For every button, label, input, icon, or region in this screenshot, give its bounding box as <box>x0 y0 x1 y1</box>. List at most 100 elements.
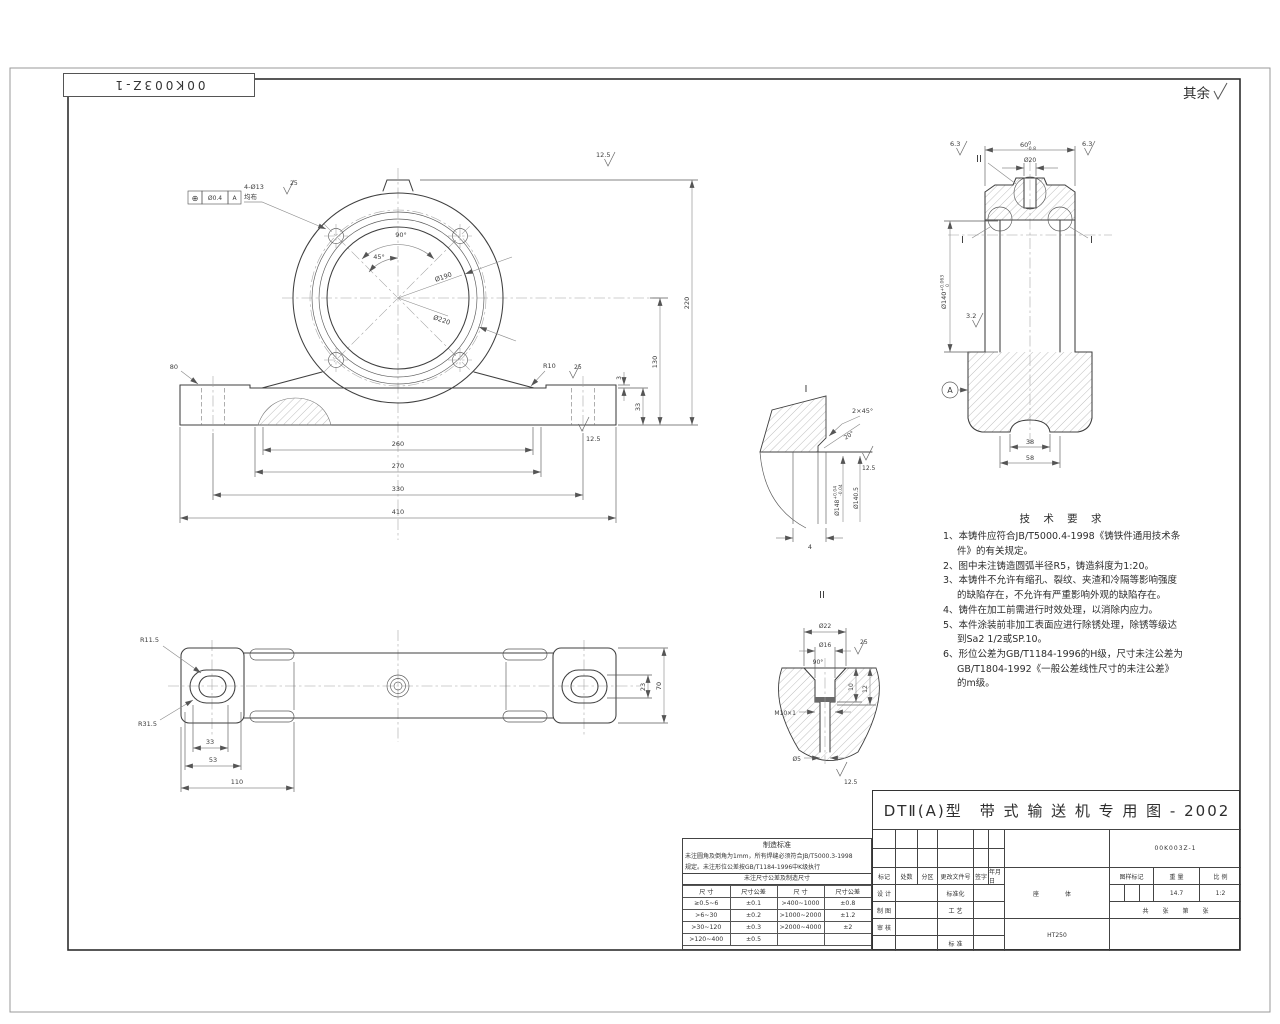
mark-label: 图样标记 <box>1109 867 1153 884</box>
tech-item: 6、形位公差为GB/T1184-1996的H级，尺寸未注公差为GB/T1804-… <box>943 649 1183 690</box>
angle-label: 45° <box>373 253 385 261</box>
table-row: ≥0.5~6±0.1 >400~1000±0.8 <box>683 897 871 910</box>
weight-value: 14.7 <box>1153 884 1199 901</box>
dim-label: 10 <box>848 683 855 691</box>
thread-label: M10×1 <box>774 710 796 717</box>
scale-value: 1:2 <box>1199 884 1241 901</box>
tech-item: 3、本铸件不允许有缩孔、裂纹、夹渣和冷隔等影响强度的缺陷存在，不允许有严重影响外… <box>943 575 1178 602</box>
drawing-title: DTⅡ(A)型 带 式 输 送 机 专 用 图 - 2002 <box>883 801 1231 820</box>
finish-mark-label: 12.5 <box>862 465 876 472</box>
rev-header: 处数 <box>895 867 917 884</box>
dim-label: 410 <box>392 508 404 516</box>
table-header-row: 尺 寸 尺寸公差 尺 寸 尺寸公差 <box>683 885 871 898</box>
dim-label: 2×45° <box>852 407 873 415</box>
gdt-datum: A <box>232 195 237 202</box>
section-label: I <box>1090 235 1093 246</box>
table-row: >120~400±0.5 <box>683 933 871 946</box>
dim-label: Ø220 <box>432 313 451 326</box>
role-label: 制 图 <box>873 901 895 918</box>
dim-label: 23 <box>639 683 647 691</box>
rev-header: 签字 <box>973 867 988 884</box>
dim-label: Ø148+0.04-0.04 <box>833 484 845 516</box>
std-note: 未注圆角及倒角为1mm，所有焊缝必须符合JB/T5000.3-1998 <box>685 853 853 860</box>
col-header: 尺寸公差 <box>729 885 778 898</box>
sheet-count: 共 张 第 张 <box>1142 907 1209 915</box>
tech-item: 4、铸件在加工前需进行时效处理，以消除内应力。 <box>943 604 1159 616</box>
dim-label: 80 <box>170 363 178 371</box>
angle-label: 20° <box>843 430 856 442</box>
datum-label: A <box>947 386 953 395</box>
plan-view: 33 53 110 23 70 R11.5 R31.5 <box>138 630 668 792</box>
dim-label: 33 <box>206 738 214 746</box>
role-label: 标准化 <box>937 884 973 901</box>
dim-label: Ø140+0.0630 <box>940 275 952 309</box>
table-row: >30~120±0.3 >2000~4000±2 <box>683 921 871 934</box>
finish-mark-label: 25 <box>574 364 582 371</box>
rev-header: 标记 <box>873 867 895 884</box>
dim-label: 270 <box>392 462 404 470</box>
finish-mark-label: 25 <box>860 639 868 646</box>
scale-label: 比 例 <box>1199 867 1241 884</box>
rev-header: 年月日 <box>988 867 1004 885</box>
rev-header: 分区 <box>917 867 937 884</box>
front-view: 260 270 330 410 3 33 130 220 12.5 80 R10… <box>170 151 698 540</box>
tech-item: 5、本件涂装前非加工表面应进行除锈处理，除锈等级达到Sa2 1/2或SP.10。 <box>943 619 1178 646</box>
finish-mark-label: 3.2 <box>966 312 976 320</box>
weight-label: 重 量 <box>1153 867 1199 884</box>
dim-label: 38 <box>1026 438 1034 446</box>
std-subtitle: 未注尺寸公差及制造尺寸 <box>683 873 871 885</box>
finish-mark-label: 12.5 <box>596 151 610 159</box>
role-label: 工 艺 <box>937 901 973 918</box>
col-header: 尺 寸 <box>776 885 825 898</box>
dim-label: 12 <box>862 685 869 693</box>
detail-view-1: I 4 2×45° 20° 12.5 Ø148+0.04-0.04 Ø140.5 <box>759 384 876 551</box>
dim-label: 33 <box>634 403 642 411</box>
dim-label: 3 <box>616 376 623 380</box>
tolerance-table: 尺 寸 尺寸公差 尺 寸 尺寸公差 ≥0.5~6±0.1 >400~1000±0… <box>683 885 871 946</box>
dim-label: Ø22 <box>819 623 832 630</box>
radius-label: R31.5 <box>138 720 157 728</box>
material: HT250 <box>1004 918 1109 951</box>
hole-callout-note: 均布 <box>244 192 258 201</box>
dim-label: 330 <box>392 485 404 493</box>
surface-finish-icon <box>1213 82 1228 100</box>
title-block: DTⅡ(A)型 带 式 输 送 机 专 用 图 - 2002 00K003Z-1… <box>872 790 1241 951</box>
part-name: 座 体 <box>1004 867 1109 918</box>
finish-mark-label: 12.5 <box>586 435 600 443</box>
angle-label: 90° <box>813 659 824 666</box>
rest-label: 其余 <box>1183 86 1210 102</box>
dim-label: 53 <box>209 756 217 764</box>
dim-label: 110 <box>231 778 243 786</box>
role-label: 标 准 <box>937 935 973 951</box>
rev-header: 更改文件号 <box>937 867 973 884</box>
drawing-number: 00K003Z-1 <box>1109 829 1241 867</box>
role-label: 设 计 <box>873 884 895 901</box>
col-header: 尺寸公差 <box>823 885 871 898</box>
dim-label: Ø140.5 <box>853 487 860 509</box>
detail-callout-label: II <box>976 154 982 165</box>
angle-label: 90° <box>395 231 407 239</box>
gdt-tolerance: Ø0.4 <box>208 195 222 202</box>
table-row: >6~30±0.2 >1000~2000±1.2 <box>683 909 871 922</box>
radius-label: R11.5 <box>140 636 159 644</box>
manufacturing-standard-table: 制造标准 未注圆角及倒角为1mm，所有焊缝必须符合JB/T5000.3-1998… <box>682 838 872 950</box>
std-note: 规定。未注形位公差按GB/T1184-1996中K级执行 <box>685 864 821 871</box>
hole-callout: 4-Ø13 <box>244 183 264 191</box>
sheet-border <box>9 67 1271 1013</box>
folded-doc-number: 00K003Z-1 <box>63 73 255 97</box>
technical-requirements: 技 术 要 求 1、本铸件应符合JB/T5000.4-1998《铸铁件通用技术条… <box>943 511 1183 692</box>
role-label: 审 核 <box>873 918 895 935</box>
finish-mark-label: 25 <box>290 180 298 187</box>
dim-label: 58 <box>1026 454 1034 462</box>
side-section-view: I I II 600-0.8 Ø20 6.3 6.3 Ø140+0.0630 3… <box>940 140 1112 468</box>
dim-label: Ø16 <box>819 642 832 649</box>
dim-label: R10 <box>543 362 556 370</box>
tech-title: 技 术 要 求 <box>1019 513 1107 525</box>
gdt-symbol: ⊕ <box>192 194 199 203</box>
detail-title: II <box>819 590 825 601</box>
finish-mark-label: 6.3 <box>950 140 960 148</box>
dim-label: Ø20 <box>1024 157 1037 164</box>
dim-label: 70 <box>655 682 663 690</box>
